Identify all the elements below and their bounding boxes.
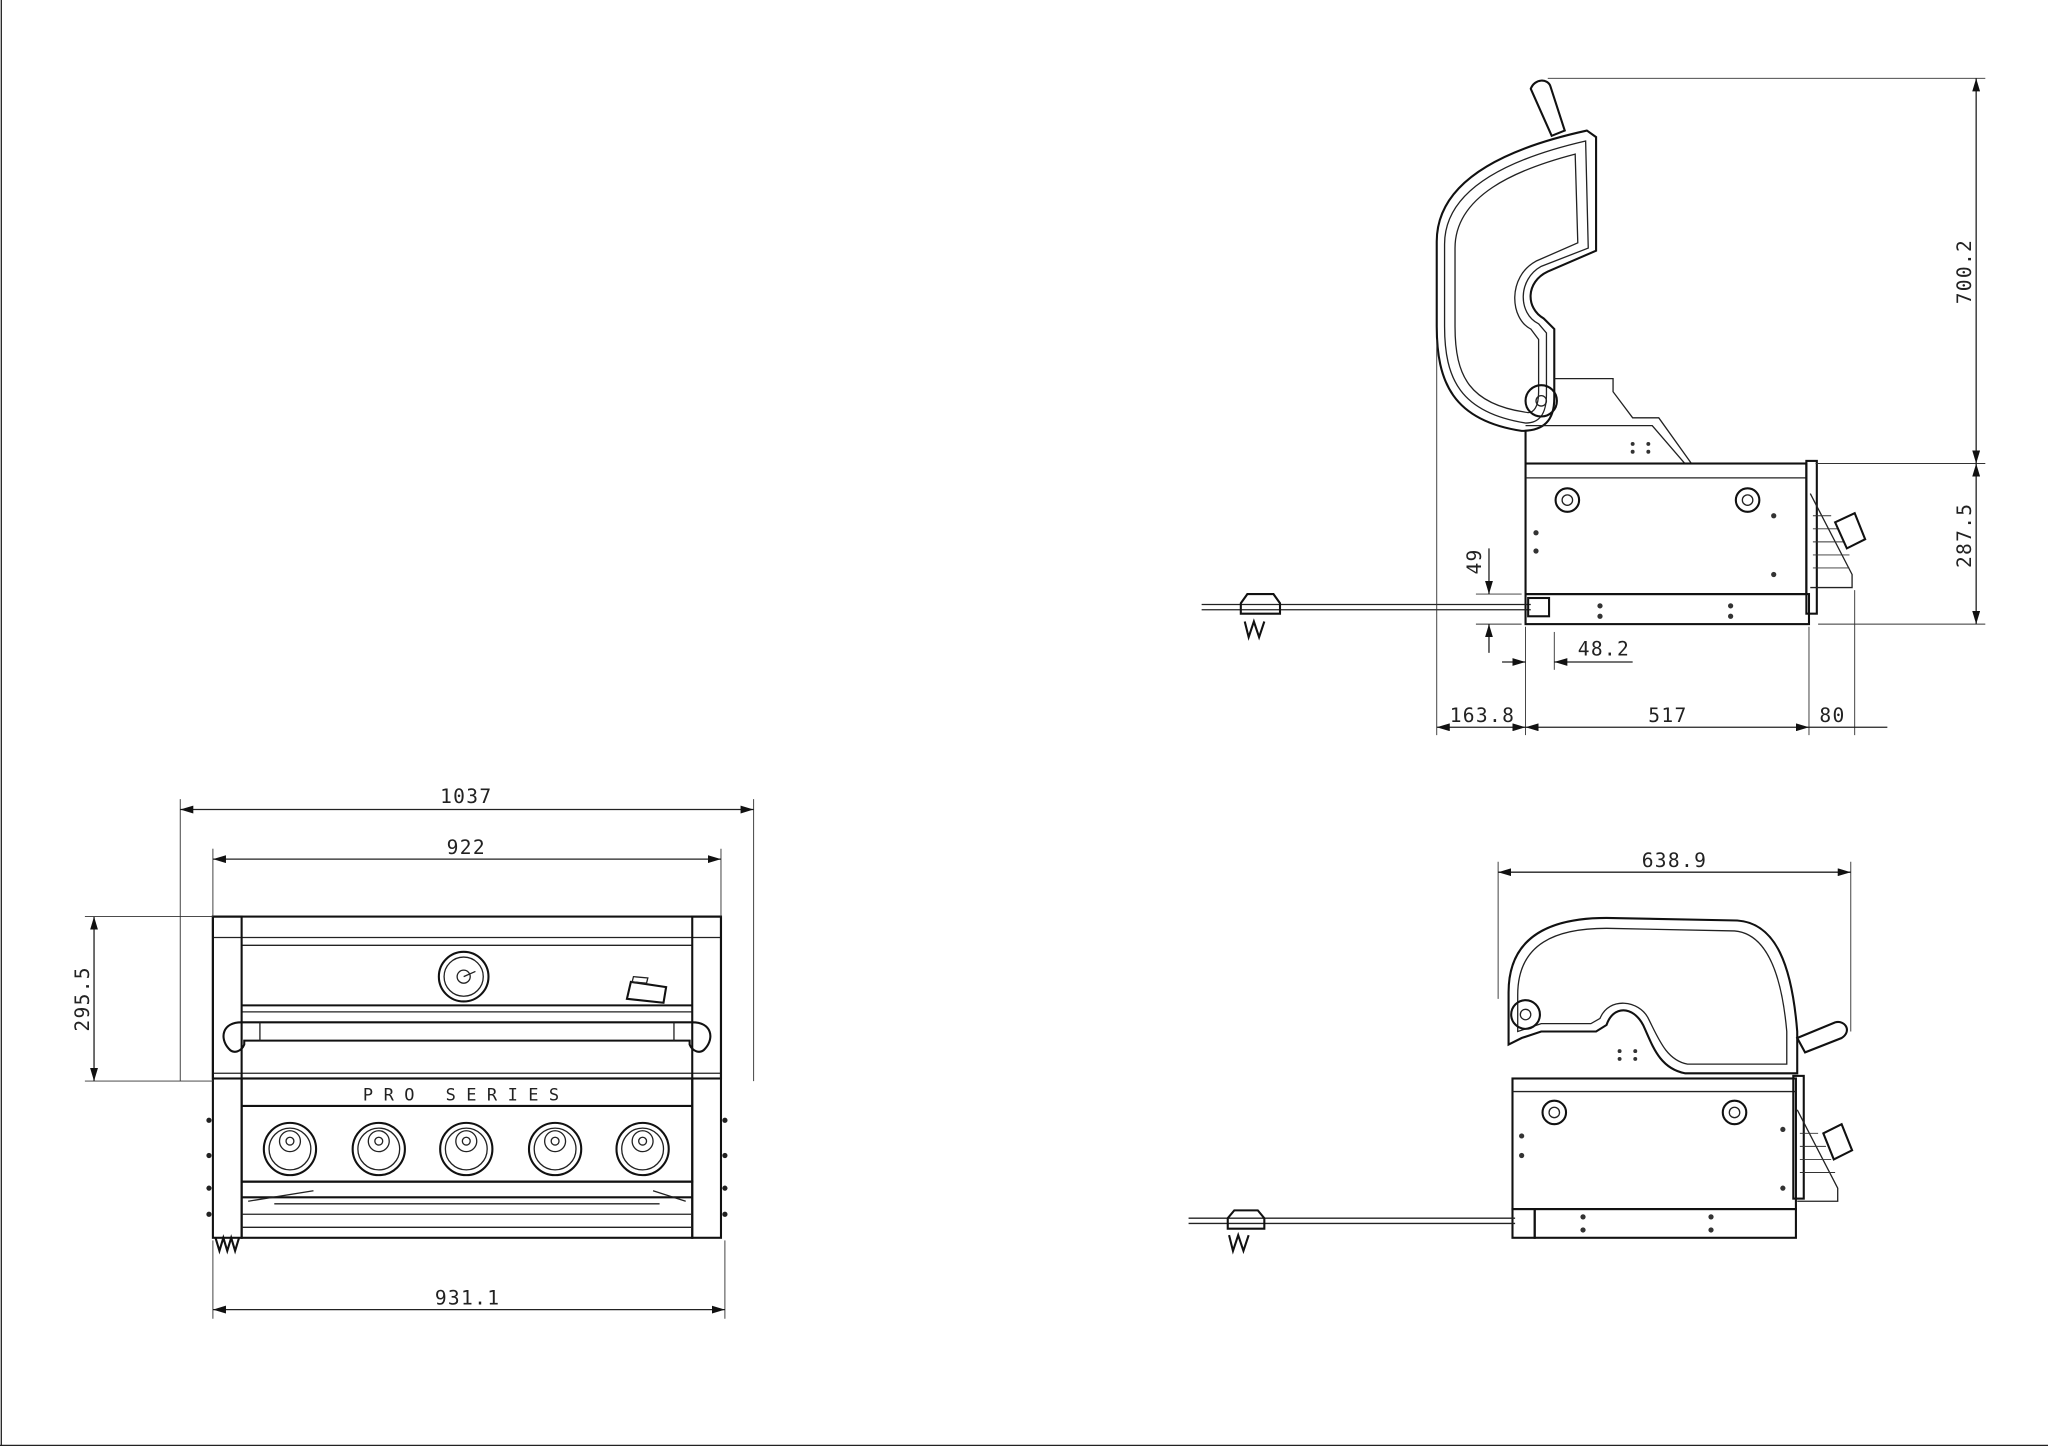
dim-287-5: 287.5 (1953, 503, 1976, 568)
dim-700-2: 700.2 (1953, 239, 1976, 304)
dim-49: 49 (1463, 548, 1486, 574)
dimension-body-height: 287.5 (1818, 463, 1986, 625)
dim-48-2: 48.2 (1578, 637, 1630, 660)
dimension-overall-width: 1037 (179, 785, 755, 1082)
hinge-icon (1524, 384, 1558, 418)
burner-knob[interactable] (351, 1121, 406, 1177)
dim-295-5: 295.5 (71, 966, 94, 1031)
side-view-lid-open: 700.2 287.5 163.8 517 80 49 (1201, 77, 1986, 736)
dimension-base-width: 931.1 (212, 1240, 726, 1319)
dimension-depths: 163.8 517 80 (1436, 339, 1888, 736)
lid-handle (222, 1021, 712, 1053)
brand-logo (625, 975, 668, 1004)
control-knob-side (1822, 1122, 1854, 1161)
dim-517: 517 (1648, 704, 1687, 727)
hinge-icon (1510, 999, 1541, 1030)
firebox-side (1524, 377, 1692, 464)
lid-closed-profile (1507, 916, 1848, 1075)
gas-hose (1188, 1209, 1516, 1255)
burner-knob[interactable] (527, 1121, 583, 1177)
regulator-icon (1226, 1209, 1266, 1255)
dimension-hose: 49 48.2 (1463, 548, 1633, 670)
bottom-rail (240, 1180, 694, 1239)
dim-80: 80 (1819, 704, 1845, 727)
lid-handle-side (1529, 79, 1567, 138)
lid-handle-side (1795, 1020, 1848, 1054)
dimension-overall-depth: 638.9 (1497, 849, 1852, 1032)
burner-knob[interactable] (615, 1121, 670, 1177)
grill-body-side (1524, 459, 1867, 626)
lid-open-profile (1435, 79, 1598, 432)
burner-knob[interactable] (262, 1121, 318, 1177)
dim-163-8: 163.8 (1450, 704, 1515, 727)
dimension-lid-height: 295.5 (71, 916, 213, 1082)
pro-series-label: PRO SERIES (363, 1086, 570, 1106)
thermometer-icon (437, 950, 490, 1003)
side-view-lid-closed: 638.9 (1188, 849, 1854, 1255)
dimension-inner-width: 922 (212, 836, 722, 917)
control-panel-front: PRO SERIES (240, 1077, 694, 1183)
regulator-icon (1239, 593, 1282, 641)
feet (214, 1234, 241, 1255)
gas-hose (1201, 593, 1551, 641)
dimension-lid-open-height: 700.2 (1547, 77, 1986, 464)
burner-knobs (262, 1121, 670, 1177)
dim-638-9: 638.9 (1642, 849, 1707, 872)
burner-knob[interactable] (439, 1121, 494, 1177)
grill-body-side (1511, 1074, 1854, 1239)
front-view: PRO SERIES 1037 (71, 785, 755, 1319)
grill-lid-front (211, 915, 723, 1080)
dim-922: 922 (447, 836, 486, 859)
side-posts (206, 915, 728, 1239)
dim-1037: 1037 (440, 785, 492, 808)
dim-931-1: 931.1 (435, 1286, 500, 1309)
control-knob-side (1833, 511, 1867, 550)
